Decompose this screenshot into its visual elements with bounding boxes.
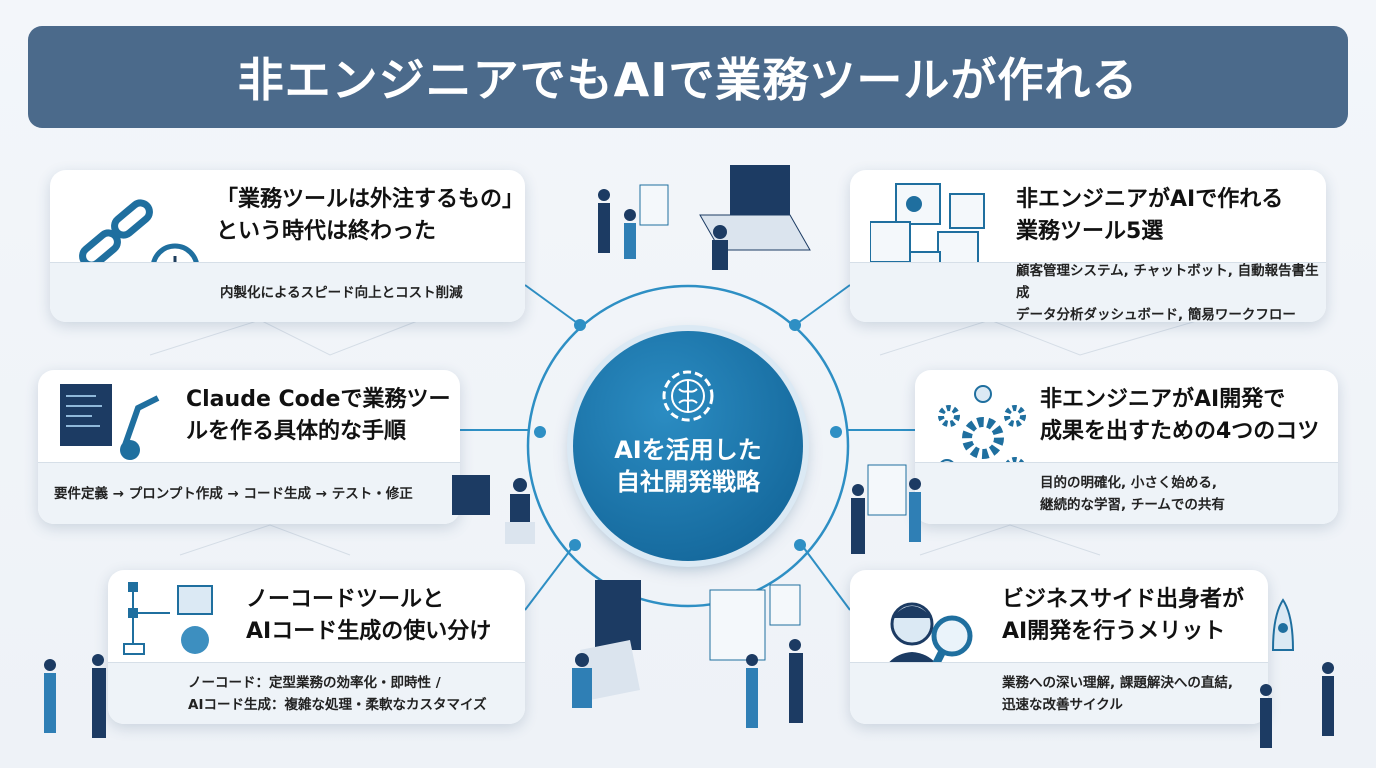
card-title-line2: 成果を出すための4つのコツ [1040, 419, 1320, 444]
center-title-line1: AIを活用した [614, 436, 762, 464]
card-desc-line1: 目的の明確化, 小さく始める, [1040, 474, 1217, 491]
center-title-line2: 自社開発戦略 [615, 468, 760, 496]
card-title-line2: という時代は終わった [216, 219, 437, 244]
card-desc-line1: 内製化によるスピード向上とコスト削減 [220, 284, 463, 301]
center-hub: AIを活用した自社開発戦略 [573, 331, 803, 561]
card-title-line1: Claude Codeで業務ツー [186, 387, 451, 412]
card-five-tools: 非エンジニアがAIで作れる業務ツール5選 顧客管理システム, チャットボット, … [850, 170, 1326, 322]
card-title-line2: AIコード生成の使い分け [246, 619, 492, 644]
card-claude-code-steps: Claude Codeで業務ツールを作る具体的な手順 要件定義 → プロンプト作… [38, 370, 460, 524]
card-title-line2: AI開発を行うメリット [1002, 619, 1226, 644]
card-title-line1: 非エンジニアがAIで作れる [1016, 187, 1284, 212]
card-desc-line2: AIコード生成：複雑な処理・柔軟なカスタマイズ [188, 696, 487, 713]
card-outsourcing-era-over: 「業務ツールは外注するもの」という時代は終わった 内製化によるスピード向上とコス… [50, 170, 525, 322]
card-desc-line1: ノーコード：定型業務の効率化・即時性 / [188, 674, 441, 691]
flowchart-brain-icon [123, 582, 213, 655]
card-title-line2: ルを作る具体的な手順 [186, 419, 407, 444]
card-desc-line2: 継続的な学習, チームでの共有 [1040, 496, 1225, 513]
card-desc-line2: データ分析ダッシュボード, 簡易ワークフロー [1016, 306, 1296, 323]
card-title-line1: 「業務ツールは外注するもの」 [216, 187, 525, 212]
card-business-side-merits: ビジネスサイド出身者が AI開発を行うメリット 業務への深い理解, 課題解決への直… [850, 570, 1268, 724]
card-four-tips: 非エンジニアがAI開発で成果を出すための4つのコツ 目的の明確化, 小さく始める… [915, 370, 1338, 524]
card-desc-line1: 顧客管理システム, チャットボット, 自動報告書生成 [1016, 262, 1319, 301]
card-title-line2: 業務ツール5選 [1016, 219, 1164, 244]
card-title-line1: ノーコードツールと [246, 587, 445, 612]
card-title-line1: 非エンジニアがAI開発で [1040, 387, 1286, 412]
card-desc-line2: 迅速な改善サイクル [1002, 696, 1123, 713]
card-desc-line1: 業務への深い理解, 課題解決への直結, [1002, 674, 1233, 691]
card-desc-line1: 要件定義 → プロンプト作成 → コード生成 → テスト・修正 [54, 485, 413, 502]
card-nocode-vs-ai: ノーコードツールと AIコード生成の使い分け ノーコード：定型業務の効率化・即時性… [108, 570, 525, 724]
card-title-line1: ビジネスサイド出身者が [1002, 587, 1245, 612]
brain-gear-icon [662, 370, 714, 422]
code-robot-arm-icon [60, 384, 160, 460]
page-title: 非エンジニアでもAIで業務ツールが作れる [28, 26, 1348, 128]
